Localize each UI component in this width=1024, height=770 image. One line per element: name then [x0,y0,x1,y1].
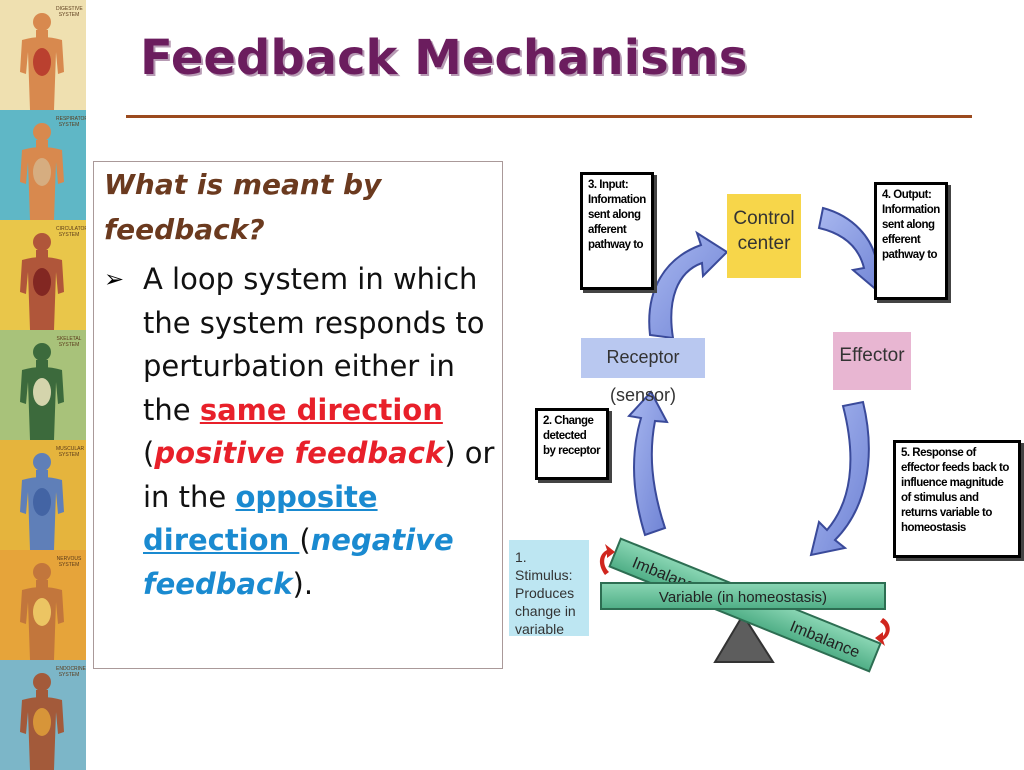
positive-feedback-text: positive feedback [154,436,445,470]
slide-title: Feedback Mechanisms [140,30,748,86]
response-note: 5. Response of effector feeds back to in… [893,440,1021,558]
diagram-graphics: Imbalance Imbalance Variable (in homeost… [599,206,891,673]
body-system-label: MUSCULAR SYSTEM [56,446,85,458]
question-heading: What is meant by feedback? [104,162,484,252]
output-note: 4. Output: Information sent along effere… [874,182,948,300]
body-system-label: RESPIRATORY SYSTEM [56,116,86,128]
body-systems-strip: DIGESTIVE SYSTEM RESPIRATORY SYSTEM CIRCUL… [0,0,86,770]
open-paren-2: ( [299,523,311,557]
definition-part-1: A loop system in which the system respon… [143,262,485,427]
human-figure-icon [20,233,64,330]
body-system-label: ENDOCRINE SYSTEM [56,666,86,678]
close-paren-2: ). [292,566,314,601]
definition-paragraph: A loop system in which the system respon… [143,258,498,606]
definition-text-box [93,161,503,669]
definition-part-2: or in the [143,436,495,514]
arrow-variable-to-receptor [627,390,669,537]
body-system-label: SKELETAL SYSTEM [56,336,82,348]
opposite-direction-text: opposite direction [143,479,378,558]
control-center-line-2: center [737,233,791,254]
body-system-tile: CIRCULATORY SYSTEM [0,220,86,330]
variable-label: Variable (in homeostasis) [659,589,827,606]
negative-feedback-text: negative feedback [143,523,454,601]
homeostasis-diagram: Imbalance Imbalance Variable (in homeost… [505,160,1024,680]
human-figure-icon [20,563,64,660]
question-line-2: feedback? [104,213,265,246]
question-line-1: What is meant by [104,168,382,201]
change-note: 2. Change detected by receptor [535,408,609,480]
human-figure-icon [20,343,64,440]
red-arrow-left [599,544,615,575]
variable-beam [600,582,886,610]
human-figure-icon [20,673,64,770]
close-paren-1: ) [444,436,456,470]
input-note: 3. Input: Information sent along afferen… [580,172,654,290]
body-system-tile: NERVOUS SYSTEM [0,550,86,660]
human-figure-icon [20,13,64,110]
open-paren-1: ( [143,436,155,470]
control-center-line-1: Control [733,208,795,229]
same-direction-text: same direction [199,392,443,427]
arrow-to-control-center [648,230,729,340]
body-system-tile: RESPIRATORY SYSTEM [0,110,86,220]
seesaw-fulcrum [713,613,775,663]
red-arrow-right [875,618,890,646]
body-system-tile: SKELETAL SYSTEM [0,330,86,440]
human-figure-icon [20,123,64,220]
arrow-effector-to-variable [809,400,870,557]
title-underline [126,115,972,118]
body-system-tile: ENDOCRINE SYSTEM [0,660,86,770]
receptor-box: Receptor (sensor) [581,338,705,405]
stimulus-box: 1. Stimulus: Produces change in variable [509,540,589,637]
body-system-label: NERVOUS SYSTEM [56,556,82,568]
body-system-label: DIGESTIVE SYSTEM [56,6,83,18]
body-system-tile: DIGESTIVE SYSTEM [0,0,86,110]
human-figure-icon [20,453,64,550]
control-center-box: Control center [727,194,801,278]
body-system-tile: MUSCULAR SYSTEM [0,440,86,550]
effector-box: Effector [833,332,911,390]
bullet-arrow-icon: ➢ [104,266,125,293]
body-system-label: CIRCULATORY SYSTEM [56,226,86,238]
